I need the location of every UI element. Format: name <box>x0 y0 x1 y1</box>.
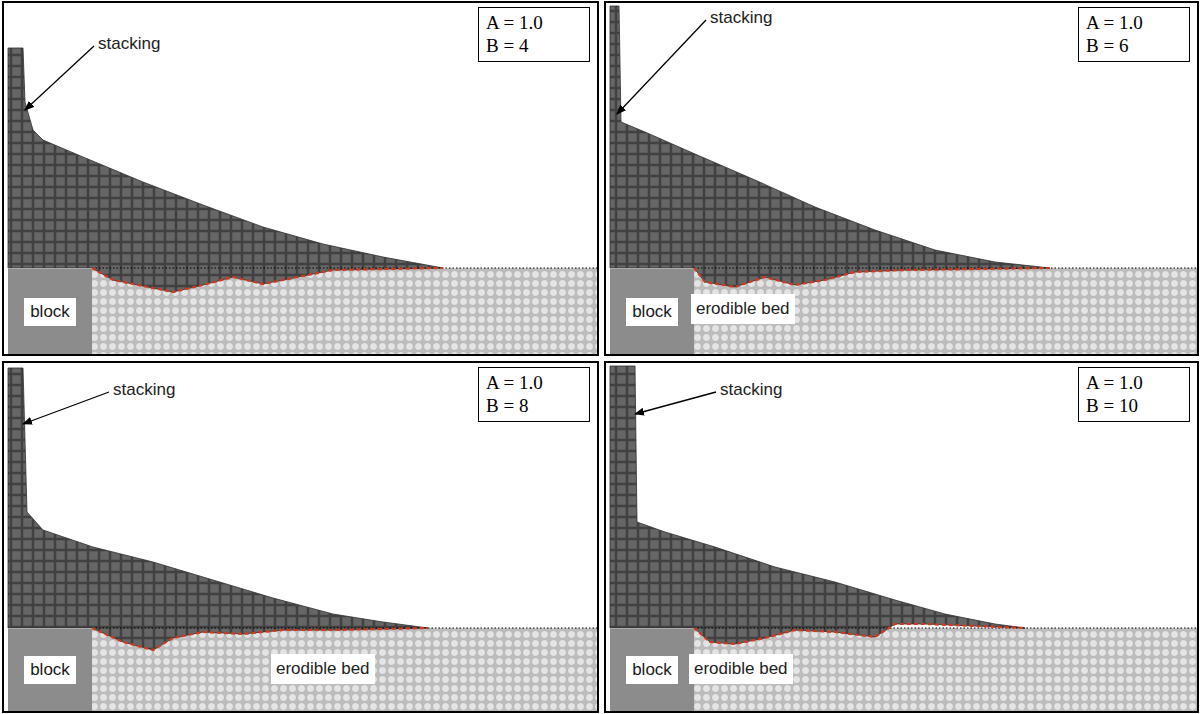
bed-surface-line <box>694 628 1198 629</box>
stacking-label: stacking <box>710 8 772 28</box>
panel-frame <box>3 2 598 355</box>
leader-arrow <box>23 392 109 424</box>
bed-surface-line <box>694 268 1198 269</box>
parameter-box: A = 1.0B = 10 <box>1078 367 1190 422</box>
bed-label: erodible bed <box>689 654 793 684</box>
stacking-label: stacking <box>720 380 782 400</box>
granular-pile <box>610 6 1050 287</box>
granular-pile <box>8 48 443 292</box>
parameter-text: B = 10 <box>1086 394 1181 417</box>
erosion-boundary <box>694 268 1050 287</box>
parameter-text: A = 1.0 <box>1086 371 1181 394</box>
panel-frame <box>605 2 1198 355</box>
erosion-boundary <box>92 628 428 650</box>
panel-frame <box>3 362 598 712</box>
parameter-box: A = 1.0B = 8 <box>478 367 590 422</box>
bed-label: erodible bed <box>691 294 795 324</box>
block-label: block <box>626 298 678 326</box>
block-label: block <box>24 298 76 326</box>
stacking-label: stacking <box>113 380 175 400</box>
bed-surface-line <box>92 268 598 269</box>
panel-frame <box>605 362 1198 712</box>
block-region: block <box>8 629 92 711</box>
block-region: block <box>610 269 694 354</box>
bed-label: erodible bed <box>271 654 375 684</box>
parameter-box: A = 1.0B = 6 <box>1078 7 1190 62</box>
leader-arrow <box>617 20 706 114</box>
block-region: block <box>610 629 694 711</box>
stacking-label: stacking <box>98 34 160 54</box>
granular-pile <box>8 368 428 650</box>
bed-surface-line <box>92 628 598 629</box>
parameter-text: B = 4 <box>486 34 581 57</box>
block-region: block <box>8 269 92 354</box>
erosion-boundary <box>694 624 1025 644</box>
granular-pile <box>610 366 1025 644</box>
parameter-text: B = 8 <box>486 394 581 417</box>
parameter-text: B = 6 <box>1086 34 1181 57</box>
parameter-text: A = 1.0 <box>486 11 581 34</box>
block-label: block <box>24 656 76 684</box>
leader-arrow <box>25 46 94 110</box>
parameter-text: A = 1.0 <box>1086 11 1181 34</box>
panels-group <box>3 2 1198 712</box>
parameter-text: A = 1.0 <box>486 371 581 394</box>
erosion-boundary <box>92 268 443 292</box>
block-label: block <box>626 656 678 684</box>
parameter-box: A = 1.0B = 4 <box>478 7 590 62</box>
leader-arrow <box>635 392 716 414</box>
